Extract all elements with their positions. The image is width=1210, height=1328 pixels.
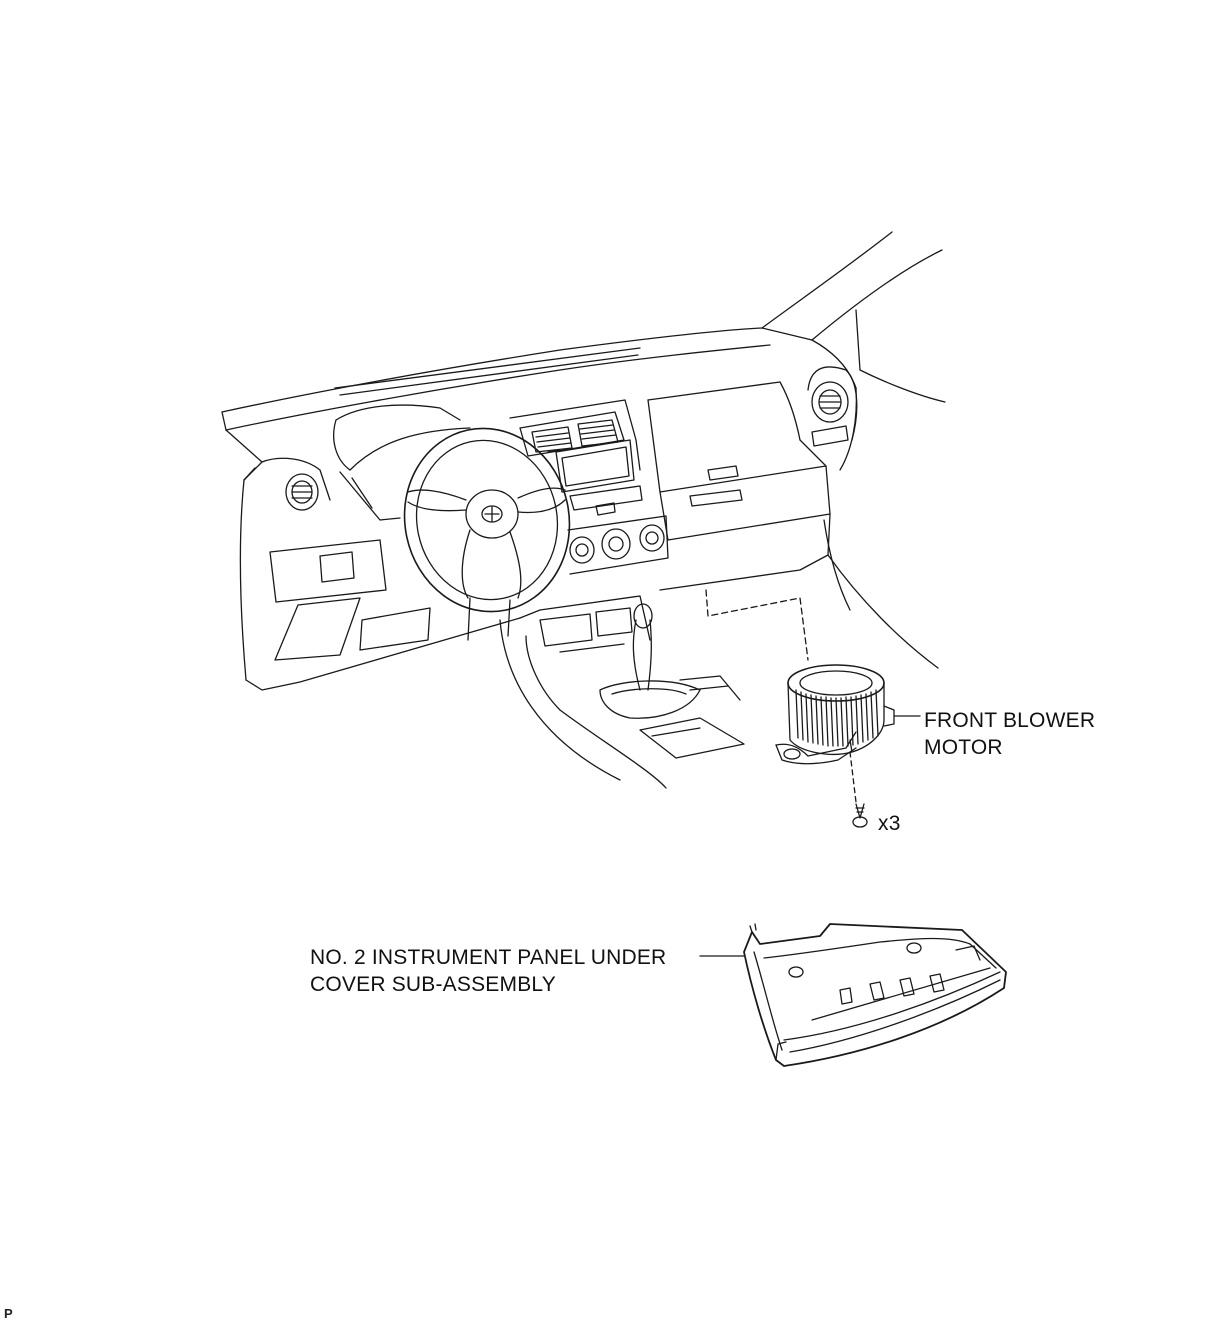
undercover-label: NO. 2 INSTRUMENT PANEL UNDER COVER SUB-A… — [310, 944, 666, 998]
undercover-drawing — [699, 923, 1007, 1067]
install-path-dashed — [705, 589, 809, 661]
front-blower-motor-label: FRONT BLOWER MOTOR — [924, 707, 1095, 761]
front-blower-motor-drawing — [775, 664, 921, 765]
screw-quantity-label: x3 — [878, 812, 901, 835]
front-blower-motor-label-line1: FRONT BLOWER — [924, 709, 1096, 732]
corner-mark: P — [4, 1306, 13, 1321]
screw-icon — [852, 803, 868, 828]
undercover-label-line2: COVER SUB-ASSEMBLY — [310, 973, 556, 996]
dashboard-drawing — [221, 231, 946, 789]
screw-path-dashed — [849, 751, 857, 803]
undercover-label-line1: NO. 2 INSTRUMENT PANEL UNDER — [310, 946, 667, 969]
front-blower-motor-label-line2: MOTOR — [924, 736, 1003, 759]
